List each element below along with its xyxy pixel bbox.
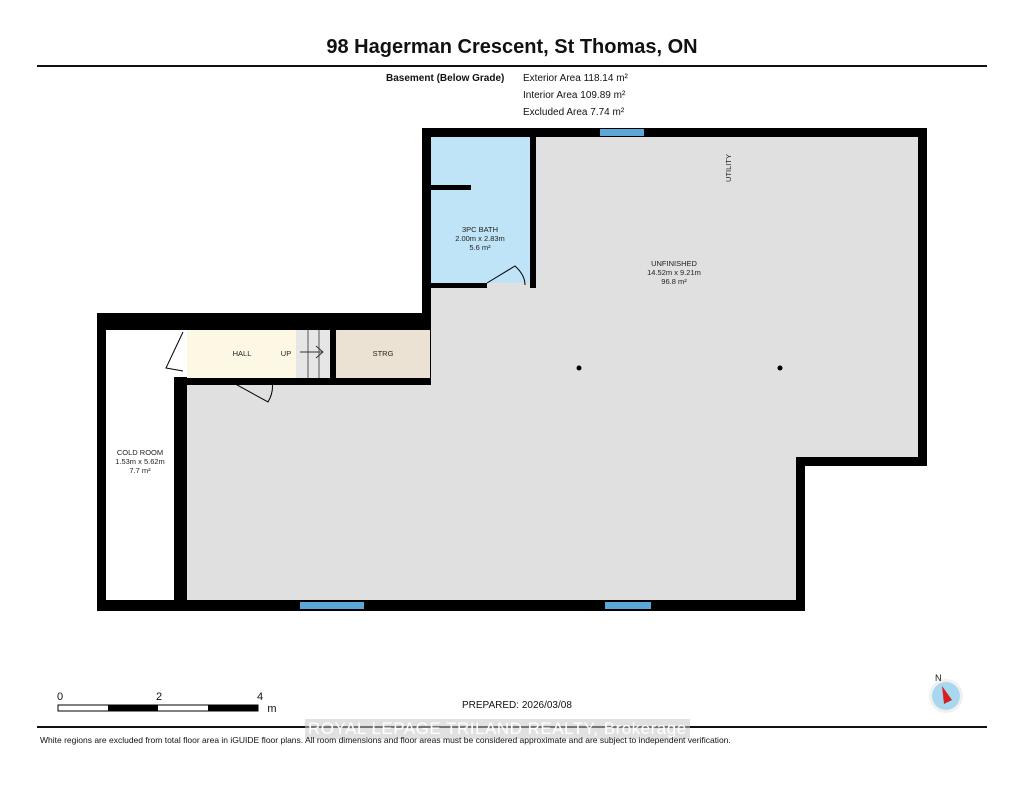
exterior-area: Exterior Area 118.14 m² [523,73,628,84]
interior-area: Interior Area 109.89 m² [523,90,626,101]
disclaimer: White regions are excluded from total fl… [40,735,731,745]
unfinished-name: UNFINISHED [651,259,697,268]
door-swing [165,331,184,372]
scale-tick: 2 [156,691,162,703]
prepared-date: PREPARED: 2026/03/08 [462,700,572,711]
room-cold-room [106,322,174,600]
bath-name: 3PC BATH [462,225,498,234]
wall [272,378,431,385]
cold-room-dims: 1.53m x 5.62m [115,457,165,466]
cold-room-area: 7.7 m² [129,466,151,475]
scale-unit: m [267,703,276,715]
wall [530,128,536,288]
watermark: ROYAL LEPAGE TRILAND REALTY, Brokerage [305,719,690,739]
wall [422,128,431,330]
hall-name: HALL [233,349,252,358]
window [600,129,644,136]
wall [330,330,336,378]
stairs-label: UP [281,349,291,358]
wall [431,185,471,190]
page-title: 98 Hagerman Crescent, St Thomas, ON [326,36,698,58]
window [605,602,651,609]
cold-room-gap [174,330,187,377]
unfinished-area: 96.8 m² [661,277,687,286]
wall [187,378,230,385]
storage-name: STRG [373,349,394,358]
room-bath [431,137,530,283]
compass-label: N [935,673,942,683]
scale-tick: 4 [257,691,263,703]
scale-tick: 0 [57,691,63,703]
support-post [576,365,582,371]
door-swing [229,380,273,403]
support-post [777,365,783,371]
scale-bar: 0 2 4 m [57,691,277,715]
wall [106,313,431,330]
utility-label: UTILITY [724,154,733,182]
window [300,602,364,609]
wall [431,283,487,288]
floor-name: Basement (Below Grade) [386,73,505,84]
room-storage [336,330,430,378]
door-swing [486,265,526,286]
header-rule [37,65,987,67]
wall [174,377,187,600]
excluded-area: Excluded Area 7.74 m² [523,107,625,118]
stair-arrow-head [315,345,324,359]
room-hall [187,330,296,378]
bath-dims: 2.00m x 2.83m [455,234,505,243]
unfinished-dims: 14.52m x 9.21m [647,268,701,277]
stairs [296,330,330,378]
bath-area: 5.6 m² [469,243,491,252]
cold-room-name: COLD ROOM [117,448,163,457]
room-unfinished [187,137,918,600]
compass-icon: N [929,673,963,713]
